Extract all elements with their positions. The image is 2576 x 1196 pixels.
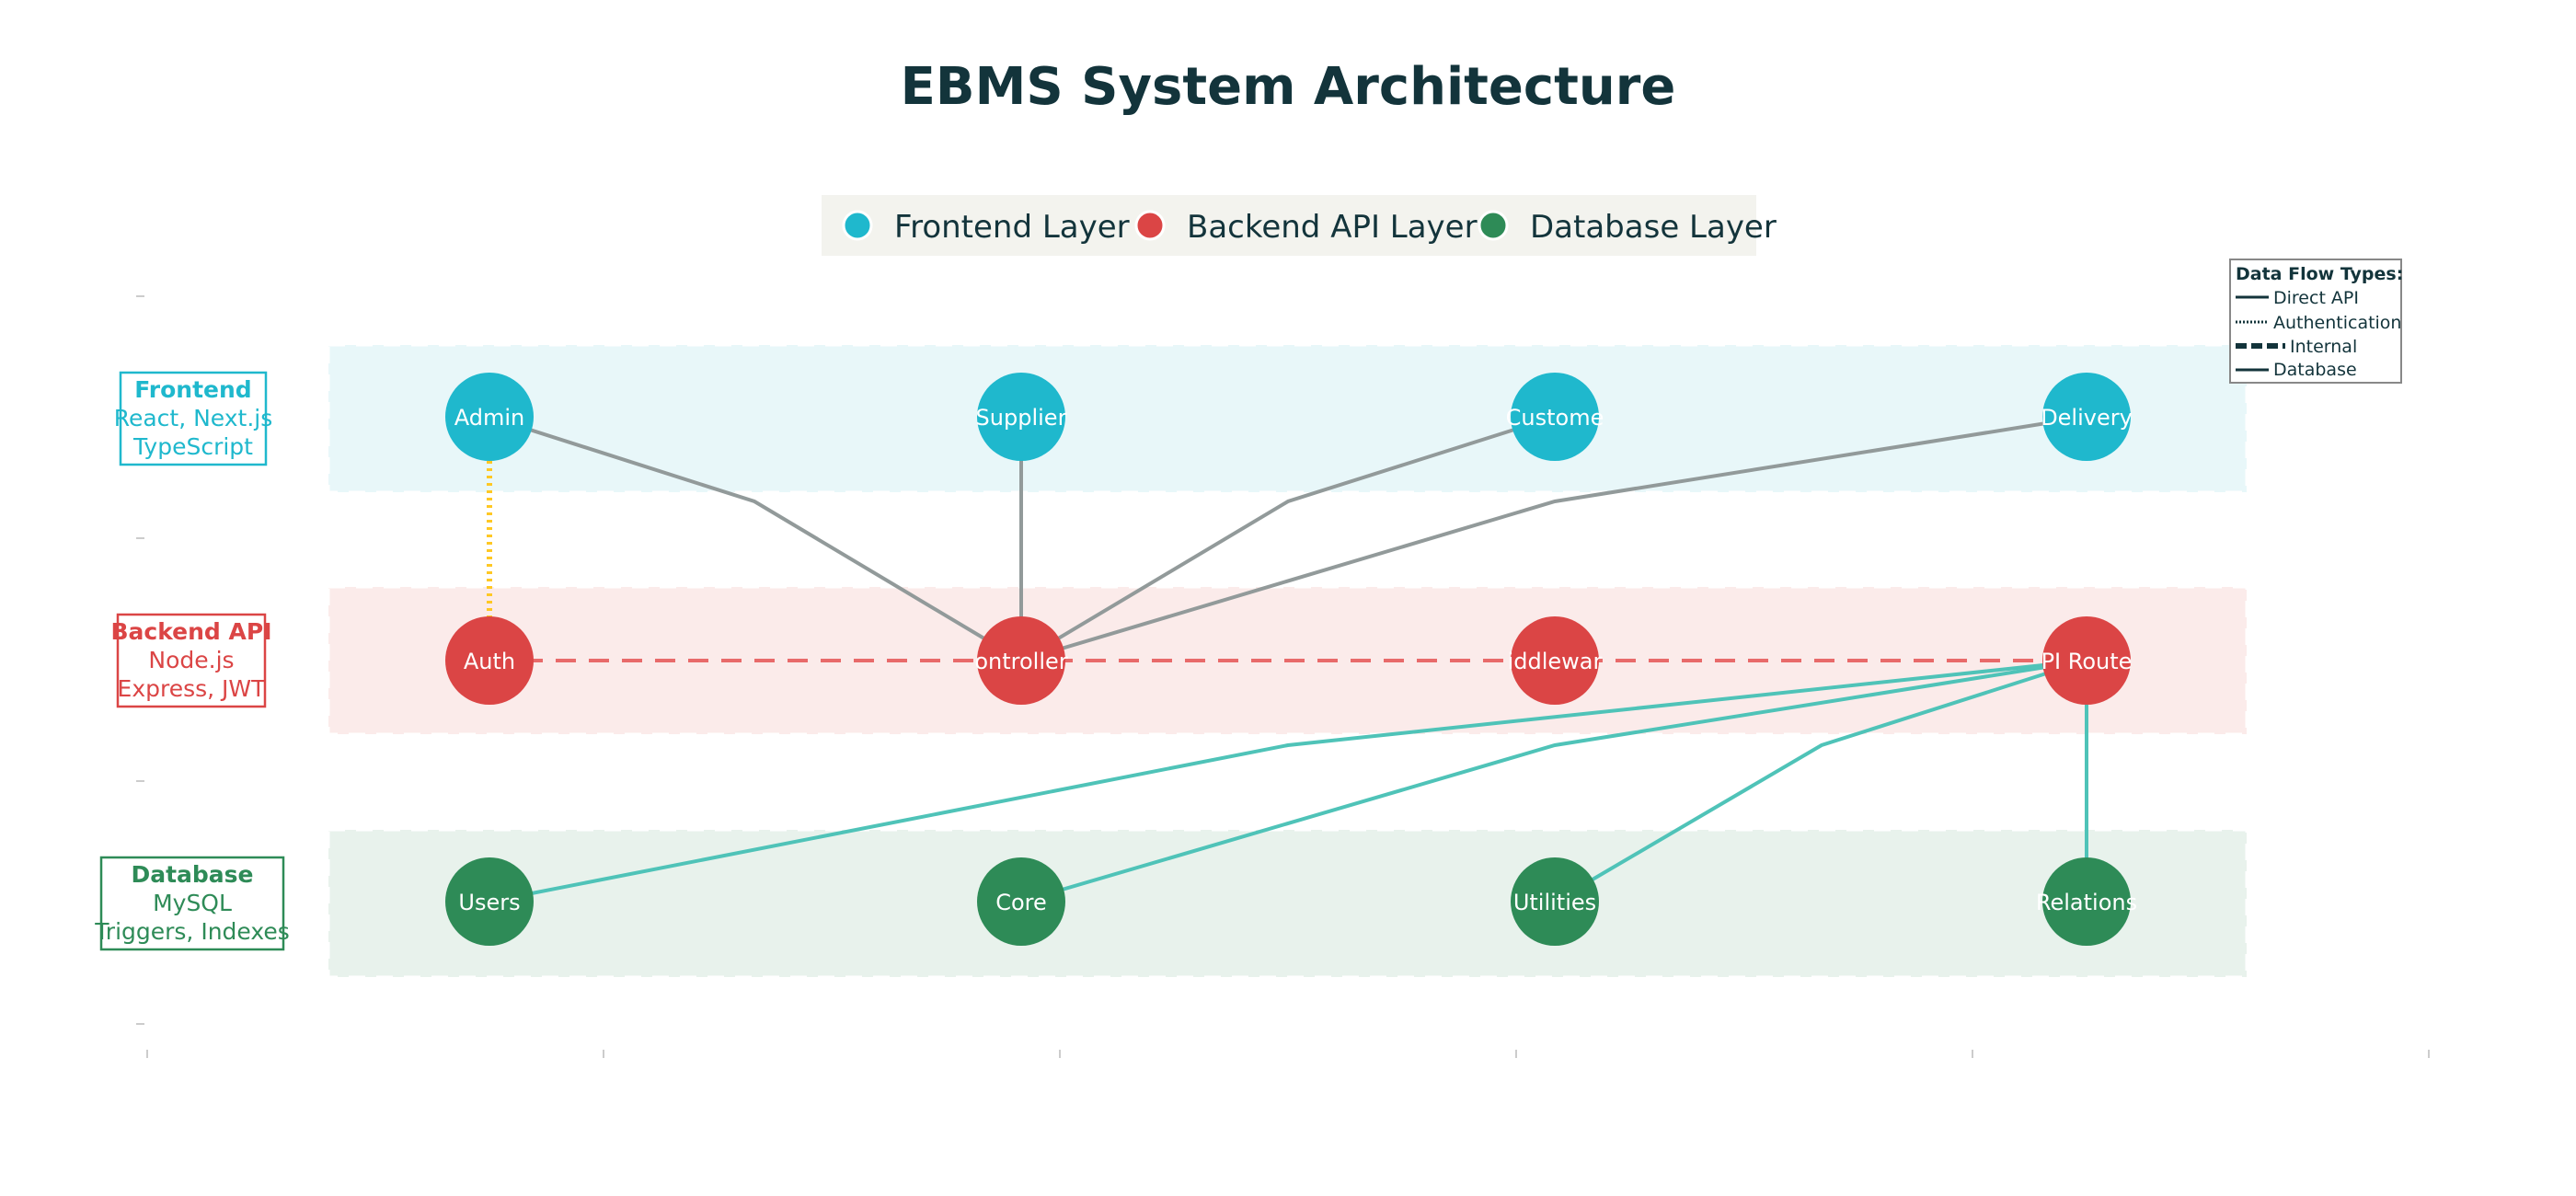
layer-label-backend-line1: Node.js [148,647,234,673]
edge-route-utilities [1553,659,2087,903]
node-relations-label: Relations [2036,890,2137,915]
layer-label-backend-title: Backend API [110,618,271,645]
node-admin[interactable]: Admin [445,373,534,461]
database-band [327,828,2248,979]
frontend-band [327,343,2248,494]
node-users-label: Users [458,890,520,915]
flow-legend: Data Flow Types: Direct API Authenticati… [2229,259,2403,384]
layer-label-backend-line2: Express, JWT [118,675,267,702]
axis-ticks [136,295,2430,1058]
flow-legend-database: Database [2273,360,2357,380]
layer-label-frontend-line1: React, Next.js [114,405,273,431]
edge-admin-controller [489,415,1023,662]
layer-label-frontend: Frontend React, Next.js TypeScript [114,371,273,466]
node-core[interactable]: Core [977,857,1065,946]
legend-marker-frontend [842,210,873,241]
layer-label-database-line2: Triggers, Indexes [94,918,290,945]
node-api-route-label: PI Route [2041,649,2133,674]
legend-label-database: Database Layer [1530,209,1777,246]
layer-label-frontend-title: Frontend [134,376,251,403]
node-customer-label: Custome [1506,405,1604,431]
node-delivery-circle [2042,373,2131,461]
node-core-circle [977,857,1065,946]
edge-delivery-controller [1020,415,2087,662]
flow-legend-internal: Internal [2290,337,2357,357]
layer-label-database: Database MySQL Triggers, Indexes [94,856,290,951]
node-utilities[interactable]: Utilities [1511,857,1599,946]
node-delivery[interactable]: Delivery [2041,373,2133,461]
node-auth-circle [445,616,534,705]
layer-label-frontend-line2: TypeScript [132,433,253,460]
node-supplier-label: Supplier [976,405,1067,431]
database-edges [489,659,2088,903]
node-admin-circle [445,373,534,461]
layer-legend-box [822,195,1756,256]
layer-legend: Frontend Layer Backend API Layer Databas… [822,195,1777,256]
frontend-nodes: Admin Supplier Custome Delivery [445,373,2133,461]
flow-legend-direct: Direct API [2273,288,2359,308]
legend-marker-backend [1134,210,1166,241]
node-customer[interactable]: Custome [1506,373,1604,461]
layer-label-frontend-box [119,371,268,466]
node-users[interactable]: Users [445,857,534,946]
node-relations[interactable]: Relations [2036,857,2137,946]
edge-route-core [1020,659,2087,903]
diagram-title: EBMS System Architecture [901,57,1676,117]
node-controller-label: ontroller [974,649,1067,674]
legend-marker-database [1478,210,1509,241]
edge-route-users [489,659,2087,903]
node-controller[interactable]: ontroller [974,616,1068,705]
node-controller-circle [977,616,1065,705]
node-admin-label: Admin [454,405,525,431]
node-auth[interactable]: Auth [445,616,534,705]
node-middleware-circle [1511,616,1599,705]
node-delivery-label: Delivery [2041,405,2133,431]
node-supplier[interactable]: Supplier [976,373,1067,461]
node-api-route-circle [2042,616,2131,705]
layer-label-database-title: Database [131,861,253,888]
legend-label-frontend: Frontend Layer [894,209,1130,246]
node-core-label: Core [995,890,1047,915]
node-middleware-label: iddlewar [1508,649,1603,674]
flow-legend-auth: Authentication [2273,313,2401,333]
database-nodes: Users Core Utilities Relations [445,857,2137,946]
layer-label-backend-box [116,613,267,708]
layer-label-database-box [99,856,285,951]
node-utilities-circle [1511,857,1599,946]
node-auth-label: Auth [464,649,515,674]
layer-label-database-line1: MySQL [153,890,232,916]
node-supplier-circle [977,373,1065,461]
node-api-route[interactable]: PI Route [2041,616,2133,705]
layer-label-backend: Backend API Node.js Express, JWT [110,613,272,708]
flow-legend-title: Data Flow Types: [2236,264,2403,284]
node-customer-circle [1511,373,1599,461]
edge-customer-controller [1019,415,1556,662]
node-users-circle [445,857,534,946]
node-middleware[interactable]: iddlewar [1508,616,1603,705]
node-relations-circle [2042,857,2131,946]
legend-label-backend: Backend API Layer [1187,209,1478,246]
node-utilities-label: Utilities [1513,890,1596,915]
backend-nodes: Auth ontroller iddlewar PI Route [445,616,2132,705]
